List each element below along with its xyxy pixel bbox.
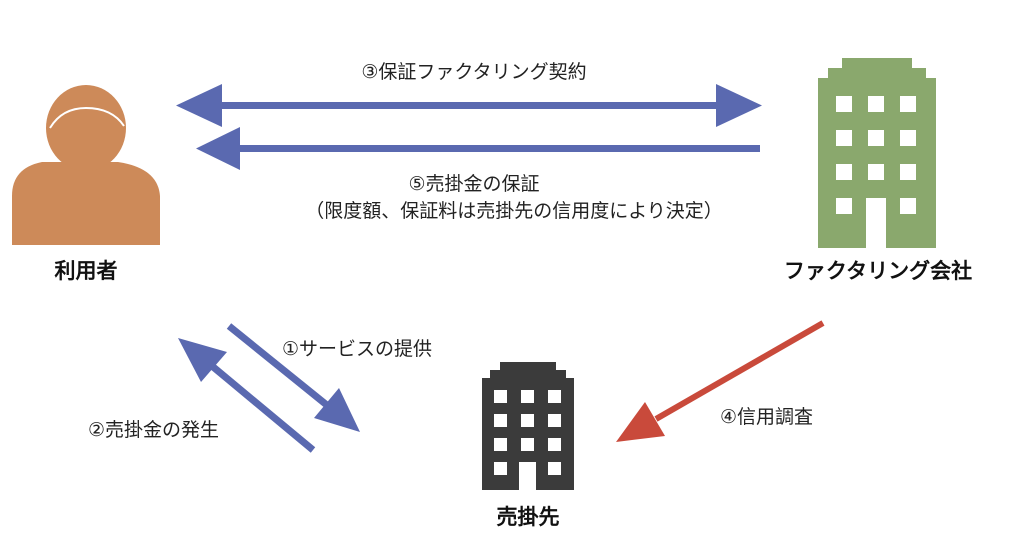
credit-check-label: ④信用調査 bbox=[720, 406, 813, 428]
user-icon bbox=[12, 85, 160, 245]
contract-label: ③保証ファクタリング契約 bbox=[361, 61, 586, 83]
debtor-building-icon bbox=[482, 362, 574, 490]
debtor-label: 売掛先 bbox=[497, 505, 560, 529]
service-arrow bbox=[226, 323, 360, 432]
factoring-company-label: ファクタリング会社 bbox=[784, 259, 972, 283]
credit-check-arrow bbox=[616, 320, 825, 442]
user-label: 利用者 bbox=[55, 259, 118, 283]
receivable-arrow bbox=[178, 338, 316, 453]
factoring-company-building-icon bbox=[818, 58, 936, 248]
guarantee-arrow bbox=[196, 127, 760, 170]
receivable-label: ②売掛金の発生 bbox=[88, 419, 219, 441]
service-label: ①サービスの提供 bbox=[282, 338, 432, 360]
contract-double-arrow bbox=[176, 84, 762, 127]
guarantee-label: ⑤売掛金の保証 bbox=[408, 173, 539, 195]
guarantee-note: （限度額、保証料は売掛先の信用度により決定） bbox=[305, 200, 723, 222]
